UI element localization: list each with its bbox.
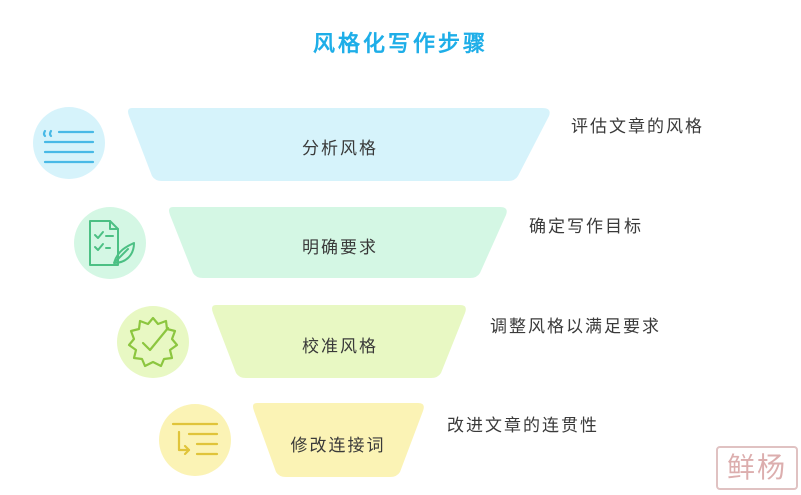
diagram-title: 风格化写作步骤	[312, 32, 488, 57]
watermark-seal: 鲜杨	[716, 446, 798, 490]
funnel-stage-3	[212, 305, 466, 378]
lines-return-arrow-icon	[171, 422, 219, 456]
step-4-label: 修改连接词	[290, 436, 386, 456]
funnel-stage-2	[169, 207, 507, 278]
step-3-icon-circle	[117, 306, 189, 378]
step-2-icon-circle	[74, 207, 146, 279]
funnel-stage-4	[253, 403, 424, 477]
step-1-icon-circle	[33, 107, 105, 179]
step-4-icon-circle	[159, 404, 231, 476]
step-1-label: 分析风格	[302, 139, 378, 159]
step-3-label: 校准风格	[302, 337, 378, 357]
step-2-description: 确定写作目标	[529, 217, 643, 237]
step-1-description: 评估文章的风格	[571, 117, 704, 137]
funnel-stage-1	[128, 108, 550, 181]
gear-check-icon	[127, 316, 179, 368]
step-4-description: 改进文章的连贯性	[447, 416, 599, 436]
step-2-label: 明确要求	[302, 238, 378, 258]
step-3-description: 调整风格以满足要求	[490, 317, 661, 337]
checklist-leaf-icon	[89, 220, 135, 266]
quote-lines-icon	[42, 129, 95, 164]
